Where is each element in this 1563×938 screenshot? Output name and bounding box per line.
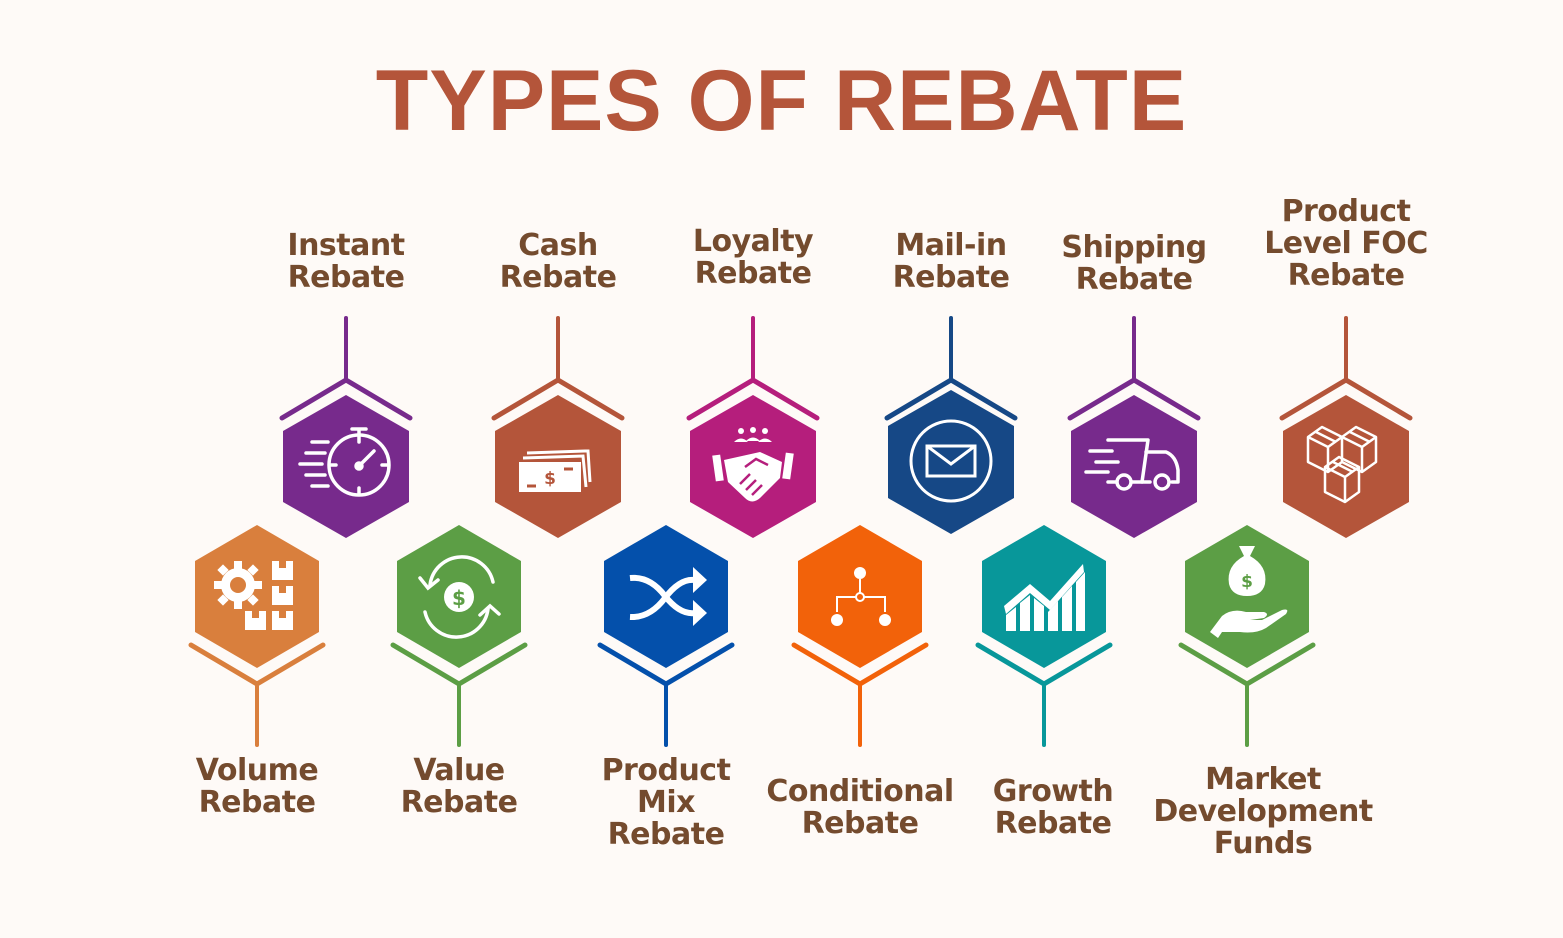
node-growth-rebate [975,525,1113,747]
label-shipping-rebate: Shipping Rebate [1061,230,1207,297]
label-conditional-rebate: Conditional Rebate [766,774,954,841]
dollar-cycle-icon: $ [418,555,501,639]
svg-text:$: $ [544,469,556,489]
node-market-development-funds: $ [1178,525,1316,747]
label-mail-in-rebate: Mail-in Rebate [893,230,1010,294]
gear-boxes-icon [214,561,293,630]
stopwatch-icon [298,427,391,497]
label-line: Rebate [892,260,1010,295]
label-line: Development [1153,794,1373,829]
label-line: Rebate [499,260,617,295]
node-volume-rebate [188,525,326,747]
money-bag-hand-icon: $ [1210,546,1288,638]
label-loyalty-rebate: Loyalty Rebate [692,224,814,291]
label-line: Rebate [198,785,316,820]
node-conditional-rebate [791,525,929,747]
page-title: TYPES OF REBATE [375,53,1188,149]
label-line: Product [1281,194,1411,229]
label-line: Market [1205,762,1321,797]
label-line: Product [601,753,731,788]
label-volume-rebate: Volume Rebate [195,753,319,820]
envelope-icon [909,419,993,503]
label-line: Rebate [287,260,405,295]
label-line: Mail-in [895,228,1007,263]
label-line: Rebate [694,256,812,291]
label-line: Rebate [801,806,919,841]
hierarchy-icon [831,567,891,626]
node-product-level-foc-rebate [1279,316,1413,538]
label-line: Level FOC [1264,226,1428,261]
node-value-rebate: $ [390,525,528,747]
label-line: Rebate [994,806,1112,841]
label-line: Conditional [766,774,954,809]
label-line: Loyalty [692,224,814,259]
label-product-mix-rebate: Product Mix Rebate [602,755,731,851]
node-product-mix-rebate [597,525,735,747]
label-line: Mix [636,785,695,820]
label-line: Rebate [1287,258,1405,293]
cash-stack-icon: $ [519,449,592,492]
label-line: Instant [287,228,405,263]
svg-text:$: $ [1241,572,1253,592]
label-value-rebate: Value Rebate [401,755,518,819]
node-cash-rebate: $ [491,316,625,538]
label-line: Funds [1213,826,1313,861]
label-growth-rebate: Growth Rebate [992,774,1114,841]
label-line: Rebate [400,785,518,820]
label-line: Value [413,753,505,788]
label-product-level-foc-rebate: Product Level FOC Rebate [1264,196,1428,292]
shuffle-icon [629,567,707,626]
delivery-truck-icon [1084,438,1180,491]
label-line: Growth [992,774,1114,809]
node-loyalty-rebate [686,316,820,538]
label-line: Rebate [1075,262,1193,297]
node-shipping-rebate [1067,316,1201,538]
node-instant-rebate [279,316,413,538]
svg-text:$: $ [452,586,466,610]
boxes-icon [1306,425,1378,504]
growth-chart-icon [1004,564,1085,631]
label-line: Shipping [1061,230,1207,265]
label-market-development-funds: Market Development Funds [1153,762,1373,861]
label-line: Volume [195,753,319,788]
label-instant-rebate: Instant Rebate [287,228,405,295]
label-cash-rebate: Cash Rebate [500,230,617,294]
node-mail-in-rebate [884,316,1018,534]
label-line: Cash [518,228,598,263]
label-line: Rebate [607,817,725,852]
